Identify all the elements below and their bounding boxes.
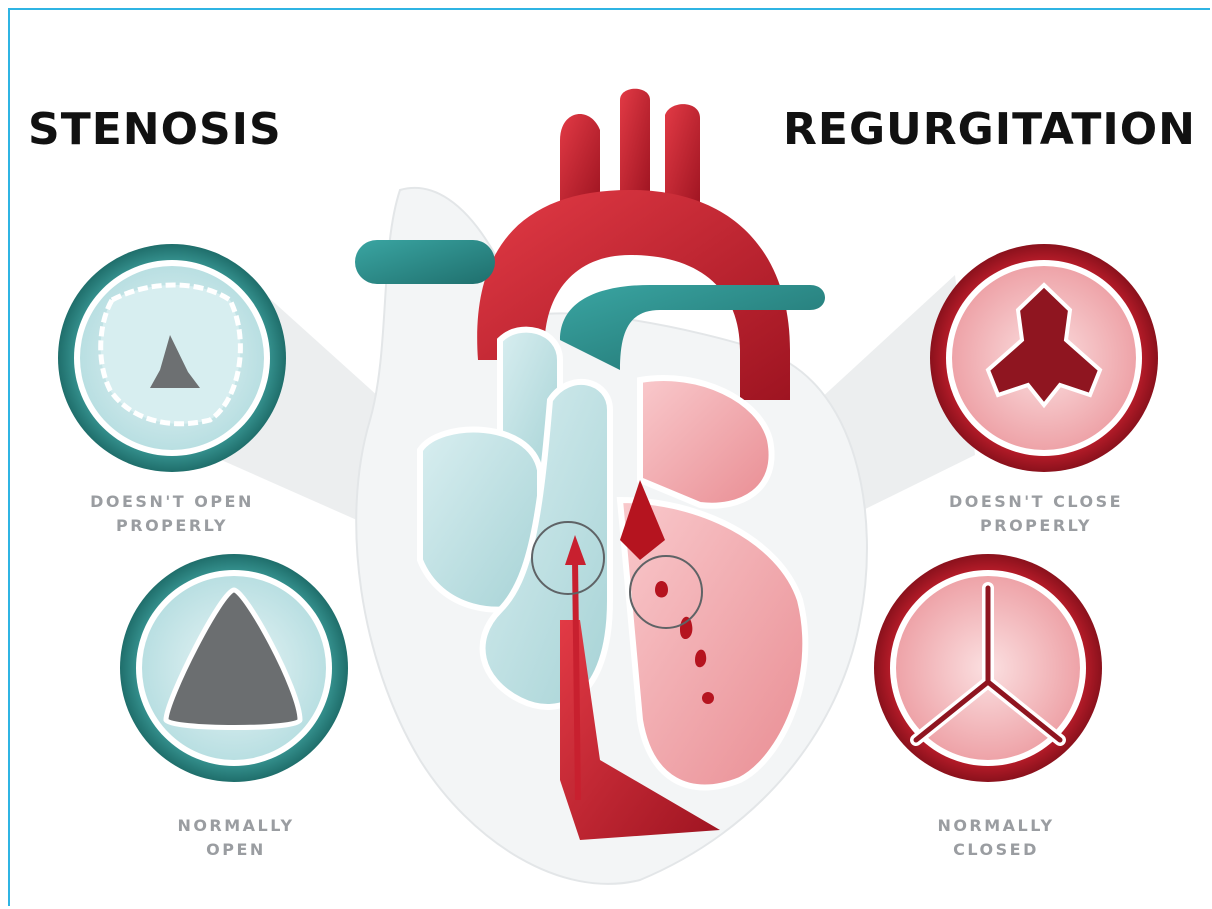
normally-open-caption: NORMALLY OPEN: [116, 814, 356, 862]
regurgitation-caption-line1: DOESN'T CLOSE: [916, 490, 1156, 514]
normally-closed-caption-line1: NORMALLY: [876, 814, 1116, 838]
regurgitation-caption-line2: PROPERLY: [916, 514, 1156, 538]
normally-closed-caption: NORMALLY CLOSED: [876, 814, 1116, 862]
normally-open-caption-line2: OPEN: [116, 838, 356, 862]
stenosis-caption-line2: PROPERLY: [52, 514, 292, 538]
normally-closed-caption-line2: CLOSED: [876, 838, 1116, 862]
regurgitation-title: REGURGITATION: [783, 108, 1196, 152]
leaky-valve-icon: [930, 244, 1158, 472]
stenosis-caption: DOESN'T OPEN PROPERLY: [52, 490, 292, 538]
open-valve-icon: [120, 554, 348, 782]
stenosis-caption-line1: DOESN'T OPEN: [52, 490, 292, 514]
stenosis-title: STENOSIS: [28, 108, 282, 152]
normally-open-caption-line1: NORMALLY: [116, 814, 356, 838]
regurgitation-caption: DOESN'T CLOSE PROPERLY: [916, 490, 1156, 538]
calcified-valve-icon: [58, 244, 286, 472]
closed-valve-icon: [874, 554, 1102, 782]
